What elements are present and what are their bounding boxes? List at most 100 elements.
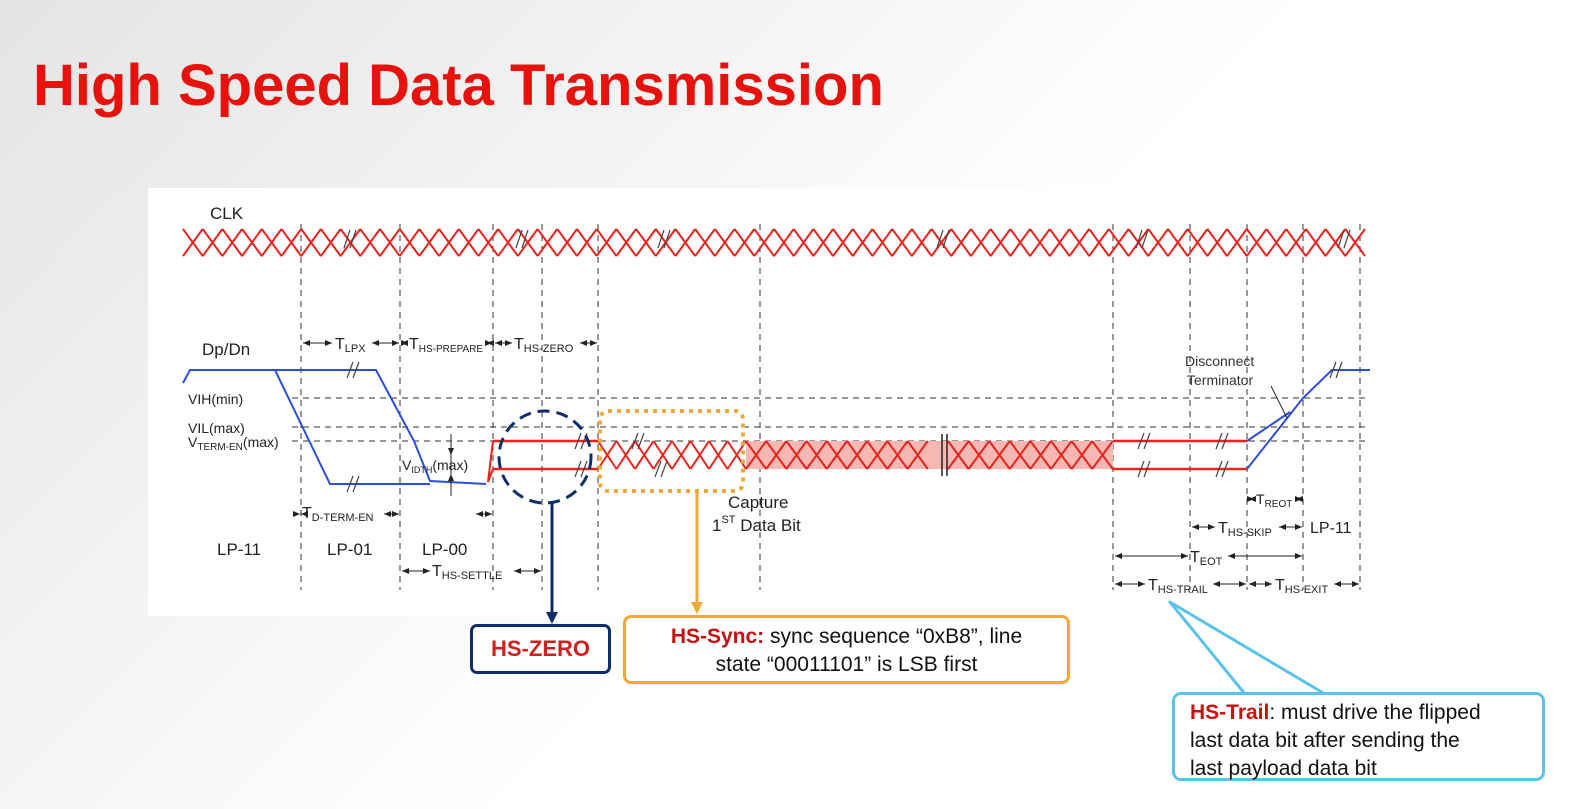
- t-hs-settle-dim-b-arrow-left: [514, 568, 521, 574]
- disconnect-leader: [1270, 385, 1288, 419]
- lp-11-left-label: LP-11: [217, 540, 261, 559]
- capture-line1: Capture: [728, 493, 788, 512]
- t-hs-skip-dim-b-arrow-left: [1279, 524, 1286, 530]
- hs-trail-label: HS-Trail: [1190, 701, 1270, 724]
- hs-zero-callout: HS-ZERO: [470, 624, 611, 674]
- vterm-main: V: [188, 434, 198, 450]
- t-hs-exit-dim-a-arrow-left: [1249, 581, 1256, 587]
- t-hs-zero-dim-a-arrow-right: [505, 340, 512, 346]
- vidth-arrow-top: [448, 448, 454, 455]
- hs-zero-lines: [493, 439, 598, 471]
- data-skip-mark: [574, 460, 588, 478]
- lp-00-label: LP-00: [422, 540, 467, 559]
- t-hs-zero-sub: HS-ZERO: [524, 343, 574, 355]
- clk-skip-mark: [657, 229, 671, 249]
- hs-sync-text1: sync sequence “0xB8”, line: [764, 625, 1023, 648]
- lp-exit-line-a: [1246, 369, 1370, 470]
- t-eot-main: T: [1190, 549, 1200, 566]
- t-hs-exit-dim-b-arrow-right: [1352, 581, 1359, 587]
- t-d-term-en-main: T: [302, 505, 312, 522]
- payload-eyes-a: [745, 440, 929, 470]
- t-reot-main: T: [1256, 491, 1265, 507]
- data-skip-mark: [631, 432, 645, 450]
- t-lpx-dim-b-arrow-right: [392, 340, 399, 346]
- vidth-arrow-bottom: [448, 474, 454, 481]
- clk-skip-mark: [1337, 229, 1351, 249]
- t-eot-dim-a-arrow-right: [1181, 553, 1188, 559]
- hs-trail-line2: last data bit after sending the: [1190, 729, 1460, 752]
- data-skip-mark: [654, 460, 668, 478]
- hs-sync-leader-arrow: [691, 602, 703, 614]
- hs-sync-line1: HS-Sync: sync sequence “0xB8”, line: [626, 623, 1067, 651]
- lp-skip-mark: [346, 361, 360, 379]
- lp-exit-line-b: [1246, 411, 1291, 442]
- hs-trail-callout: HS-Trail: must drive the flipped last da…: [1172, 692, 1545, 781]
- lp-skip-mark: [1329, 361, 1343, 379]
- t-hs-zero-main: T: [514, 336, 524, 353]
- t-hs-prepare-dim-a-arrow-right: [401, 340, 408, 346]
- t-hs-prepare-sub: HS-PREPARE: [419, 344, 484, 355]
- hs-trail-line3: last payload data bit: [1190, 757, 1377, 780]
- hs-trail-line1: HS-Trail: must drive the flipped: [1190, 699, 1542, 727]
- clk-skip-mark: [936, 229, 950, 249]
- clk-skip-mark: [1135, 229, 1149, 249]
- t-hs-prepare-label: THS-PREPARE: [409, 336, 483, 355]
- t-hs-zero-dim-b-arrow-left: [580, 340, 587, 346]
- payload-fill: [746, 441, 1113, 469]
- timing-diagram-panel: CLK Dp/Dn VIH(min) VIL(max) VTERM-EN(max…: [148, 188, 1378, 616]
- t-hs-settle-dim-b-arrow-right: [534, 568, 541, 574]
- vterm-tail: (max): [243, 434, 279, 450]
- disconnect-line1: Disconnect: [1185, 353, 1254, 369]
- t-lpx-dim-a-arrow-left: [303, 340, 310, 346]
- payload-break-mark: [941, 434, 948, 476]
- t-hs-skip-dim-a-arrow-left: [1192, 524, 1199, 530]
- t-hs-skip-main: T: [1218, 520, 1228, 537]
- t-eot-dim-b-arrow-left: [1228, 553, 1235, 559]
- t-d-term-en-dim-b-arrow-left: [384, 511, 391, 517]
- t-hs-exit-sub: HS-EXIT: [1285, 584, 1329, 596]
- hs-sync-line2: state “00011101” is LSB first: [715, 653, 978, 676]
- lp-01-label: LP-01: [327, 540, 372, 559]
- vidth-main: V: [402, 457, 412, 473]
- timing-diagram: CLK Dp/Dn VIH(min) VIL(max) VTERM-EN(max…: [182, 204, 1370, 596]
- clk-label: CLK: [210, 204, 244, 223]
- t-hs-skip-dim-b-arrow-right: [1295, 524, 1302, 530]
- vidth-max-label: VIDTH(max): [402, 457, 468, 475]
- clk-waveform: [182, 228, 1366, 257]
- vil-max-label: VIL(max): [188, 420, 245, 436]
- t-eot-sub: EOT: [1200, 556, 1223, 568]
- hs-zero-highlight-ring: [497, 409, 593, 505]
- t-hs-exit-dim-b-arrow-left: [1334, 581, 1341, 587]
- t-hs-zero-dim-a-arrow-left: [495, 340, 502, 346]
- hs-sync-label: HS-Sync:: [670, 625, 765, 648]
- t-hs-prepare-main: T: [409, 336, 419, 353]
- t-hs-zero-label: THS-ZERO: [514, 336, 574, 355]
- hs-sync-eyes: [597, 440, 747, 470]
- data-signal-label: Dp/Dn: [202, 340, 250, 359]
- capture-sup: ST: [721, 514, 735, 526]
- lp-dn-line: [274, 369, 430, 485]
- t-reot-label: TREOT: [1256, 491, 1292, 510]
- t-lpx-label: TLPX: [335, 336, 366, 355]
- t-hs-trail-dim-b-arrow-right: [1239, 581, 1246, 587]
- hs-entry-lines: [487, 440, 494, 483]
- disconnect-line2: Terminator: [1187, 372, 1253, 388]
- capture-line2: 1ST Data Bit: [712, 514, 801, 535]
- t-d-term-en-label: TD-TERM-EN: [302, 505, 374, 524]
- t-eot-label: TEOT: [1190, 549, 1223, 568]
- t-hs-settle-start-dim-arrow-left: [476, 511, 483, 517]
- clk-skip-mark: [515, 229, 529, 249]
- hs-trail-bubble-tail: [1168, 600, 1326, 696]
- t-d-term-en-dim-a-arrow-left: [301, 511, 308, 517]
- t-hs-trail-main: T: [1148, 577, 1158, 594]
- data-skip-mark: [1137, 432, 1151, 450]
- payload-eyes-b: [947, 440, 1114, 470]
- data-skip-mark: [1215, 432, 1229, 450]
- t-reot-sub: REOT: [1265, 499, 1293, 510]
- t-hs-settle-label: THS-SETTLE: [432, 563, 502, 582]
- t-eot-dim-b-arrow-right: [1295, 553, 1302, 559]
- clk-skip-mark: [343, 229, 357, 249]
- t-lpx-dim-a-arrow-right: [325, 340, 332, 346]
- t-d-term-en-dim-b-arrow-right: [392, 511, 399, 517]
